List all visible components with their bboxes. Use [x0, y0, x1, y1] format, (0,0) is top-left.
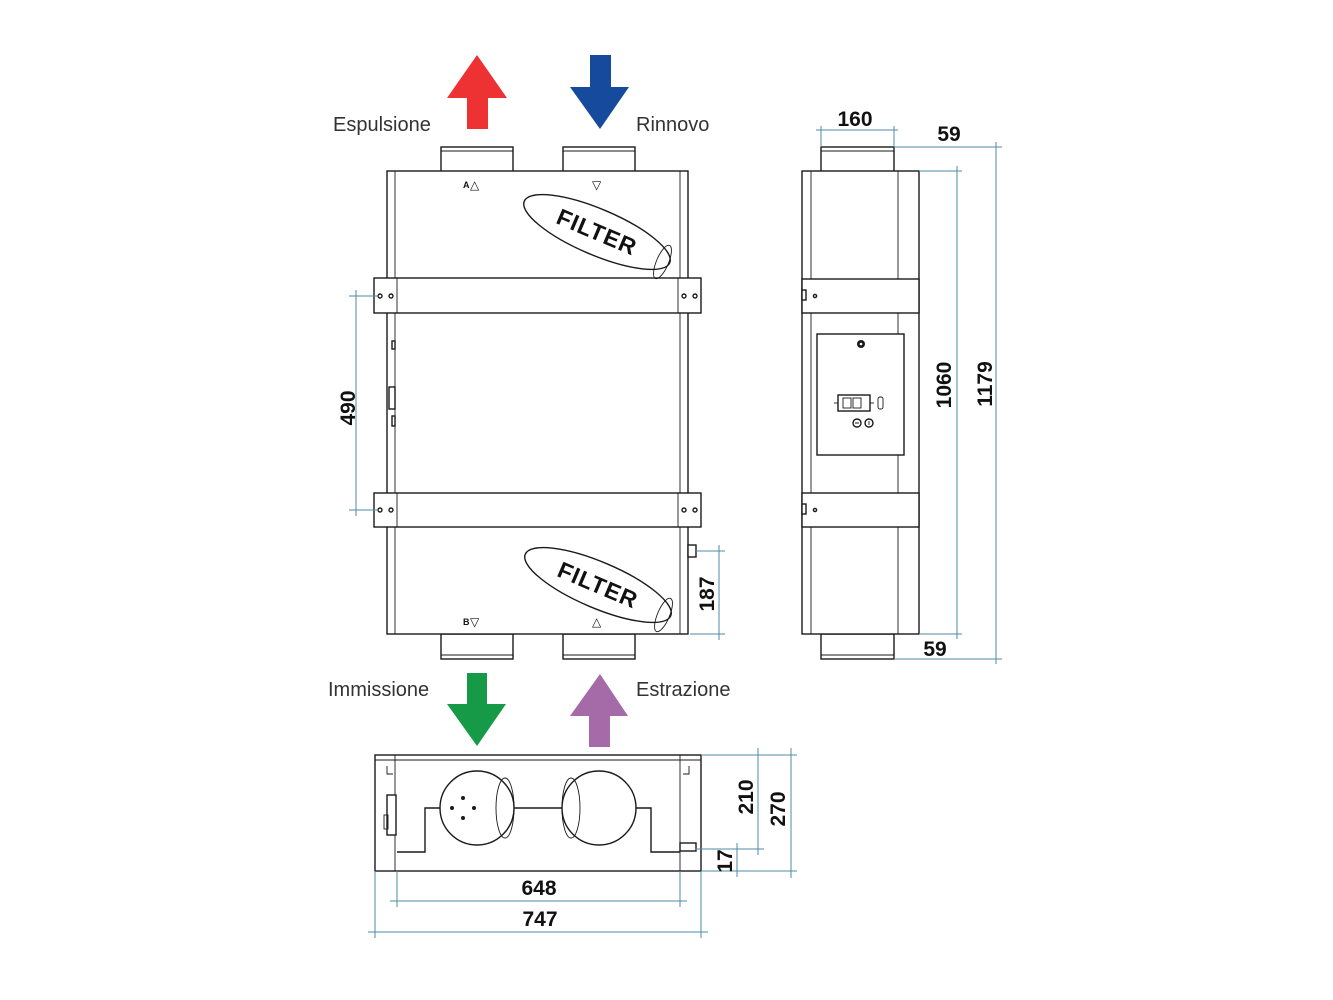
- mounting-bracket-bottom: [373, 492, 702, 528]
- control-knob-right: [864, 418, 874, 428]
- side-dimensions: 160 59 1060 1179 59: [816, 108, 1002, 664]
- rinnovo-port-symbol: ▽: [592, 178, 602, 192]
- dim-1060: 1060: [933, 362, 956, 409]
- front-dimensions: 490 187: [337, 290, 725, 640]
- dim-490: 490: [337, 390, 360, 425]
- dim-210: 210: [735, 779, 758, 814]
- dim-270: 270: [767, 791, 790, 826]
- estrazione-port-symbol: △: [592, 615, 602, 629]
- side-bracket-bottom: [801, 492, 920, 528]
- front-body: [386, 170, 689, 635]
- espulsione-label: Espulsione: [333, 114, 431, 136]
- side-bracket-top: [801, 278, 920, 314]
- dim-648: 648: [521, 877, 556, 900]
- bottom-dimensions: 210 270 17 648 747: [368, 748, 797, 938]
- dim-747: 747: [522, 908, 557, 931]
- espulsione-arrow-icon: [447, 55, 507, 129]
- bottom-view: [374, 754, 702, 872]
- dim-59-top: 59: [937, 123, 960, 146]
- estrazione-arrow-icon: [570, 674, 628, 747]
- dim-59-bottom: 59: [923, 638, 946, 661]
- dim-17: 17: [714, 849, 737, 872]
- rinnovo-label: Rinnovo: [636, 114, 709, 136]
- immissione-arrow-icon: [447, 673, 506, 746]
- bottom-body: [374, 754, 702, 872]
- dim-187: 187: [696, 576, 719, 611]
- condensate-drain: [687, 544, 697, 558]
- port-a-symbol: △: [470, 178, 480, 192]
- dim-160: 160: [837, 108, 872, 131]
- rinnovo-arrow-icon: [570, 55, 629, 129]
- mounting-bracket-top: [373, 277, 702, 314]
- control-knob-left: [852, 418, 862, 428]
- side-switch: [388, 386, 396, 410]
- port-b-tag: B: [463, 617, 470, 627]
- side-view: [801, 146, 920, 660]
- bottom-duct-profile: [397, 807, 680, 853]
- duct-opening-right: [561, 770, 637, 846]
- front-view: FILTER FILTER A △ ▽ B ▽ △: [373, 146, 702, 660]
- immissione-label: Immissione: [328, 679, 429, 701]
- estrazione-label: Estrazione: [636, 679, 731, 701]
- port-a-tag: A: [463, 180, 470, 190]
- dim-1179: 1179: [974, 361, 997, 407]
- port-b-symbol: ▽: [470, 615, 480, 629]
